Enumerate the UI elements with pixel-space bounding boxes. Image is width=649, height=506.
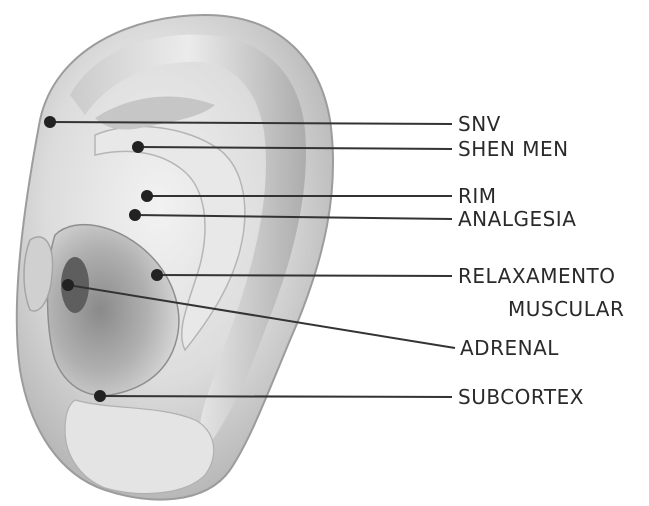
point-dot-relaxamento	[151, 269, 163, 281]
label-adrenal: ADRENAL	[460, 338, 559, 358]
point-dot-rim	[141, 190, 153, 202]
label-subcortex: SUBCORTEX	[458, 387, 584, 407]
point-dot-adrenal	[62, 279, 74, 291]
label-snv: SNV	[458, 114, 501, 134]
point-dot-analgesia	[129, 209, 141, 221]
point-dot-shen-men	[132, 141, 144, 153]
label-rim: RIM	[458, 186, 497, 206]
label-shen-men: SHEN MEN	[458, 139, 569, 159]
point-dot-snv	[44, 116, 56, 128]
label-muscular: MUSCULAR	[508, 299, 624, 319]
point-dot-subcortex	[94, 390, 106, 402]
pointer-line-subcortex	[100, 396, 452, 397]
pointer-line-relaxamento	[157, 275, 452, 276]
label-relaxamento: RELAXAMENTO	[458, 266, 616, 286]
label-analgesia: ANALGESIA	[458, 209, 576, 229]
